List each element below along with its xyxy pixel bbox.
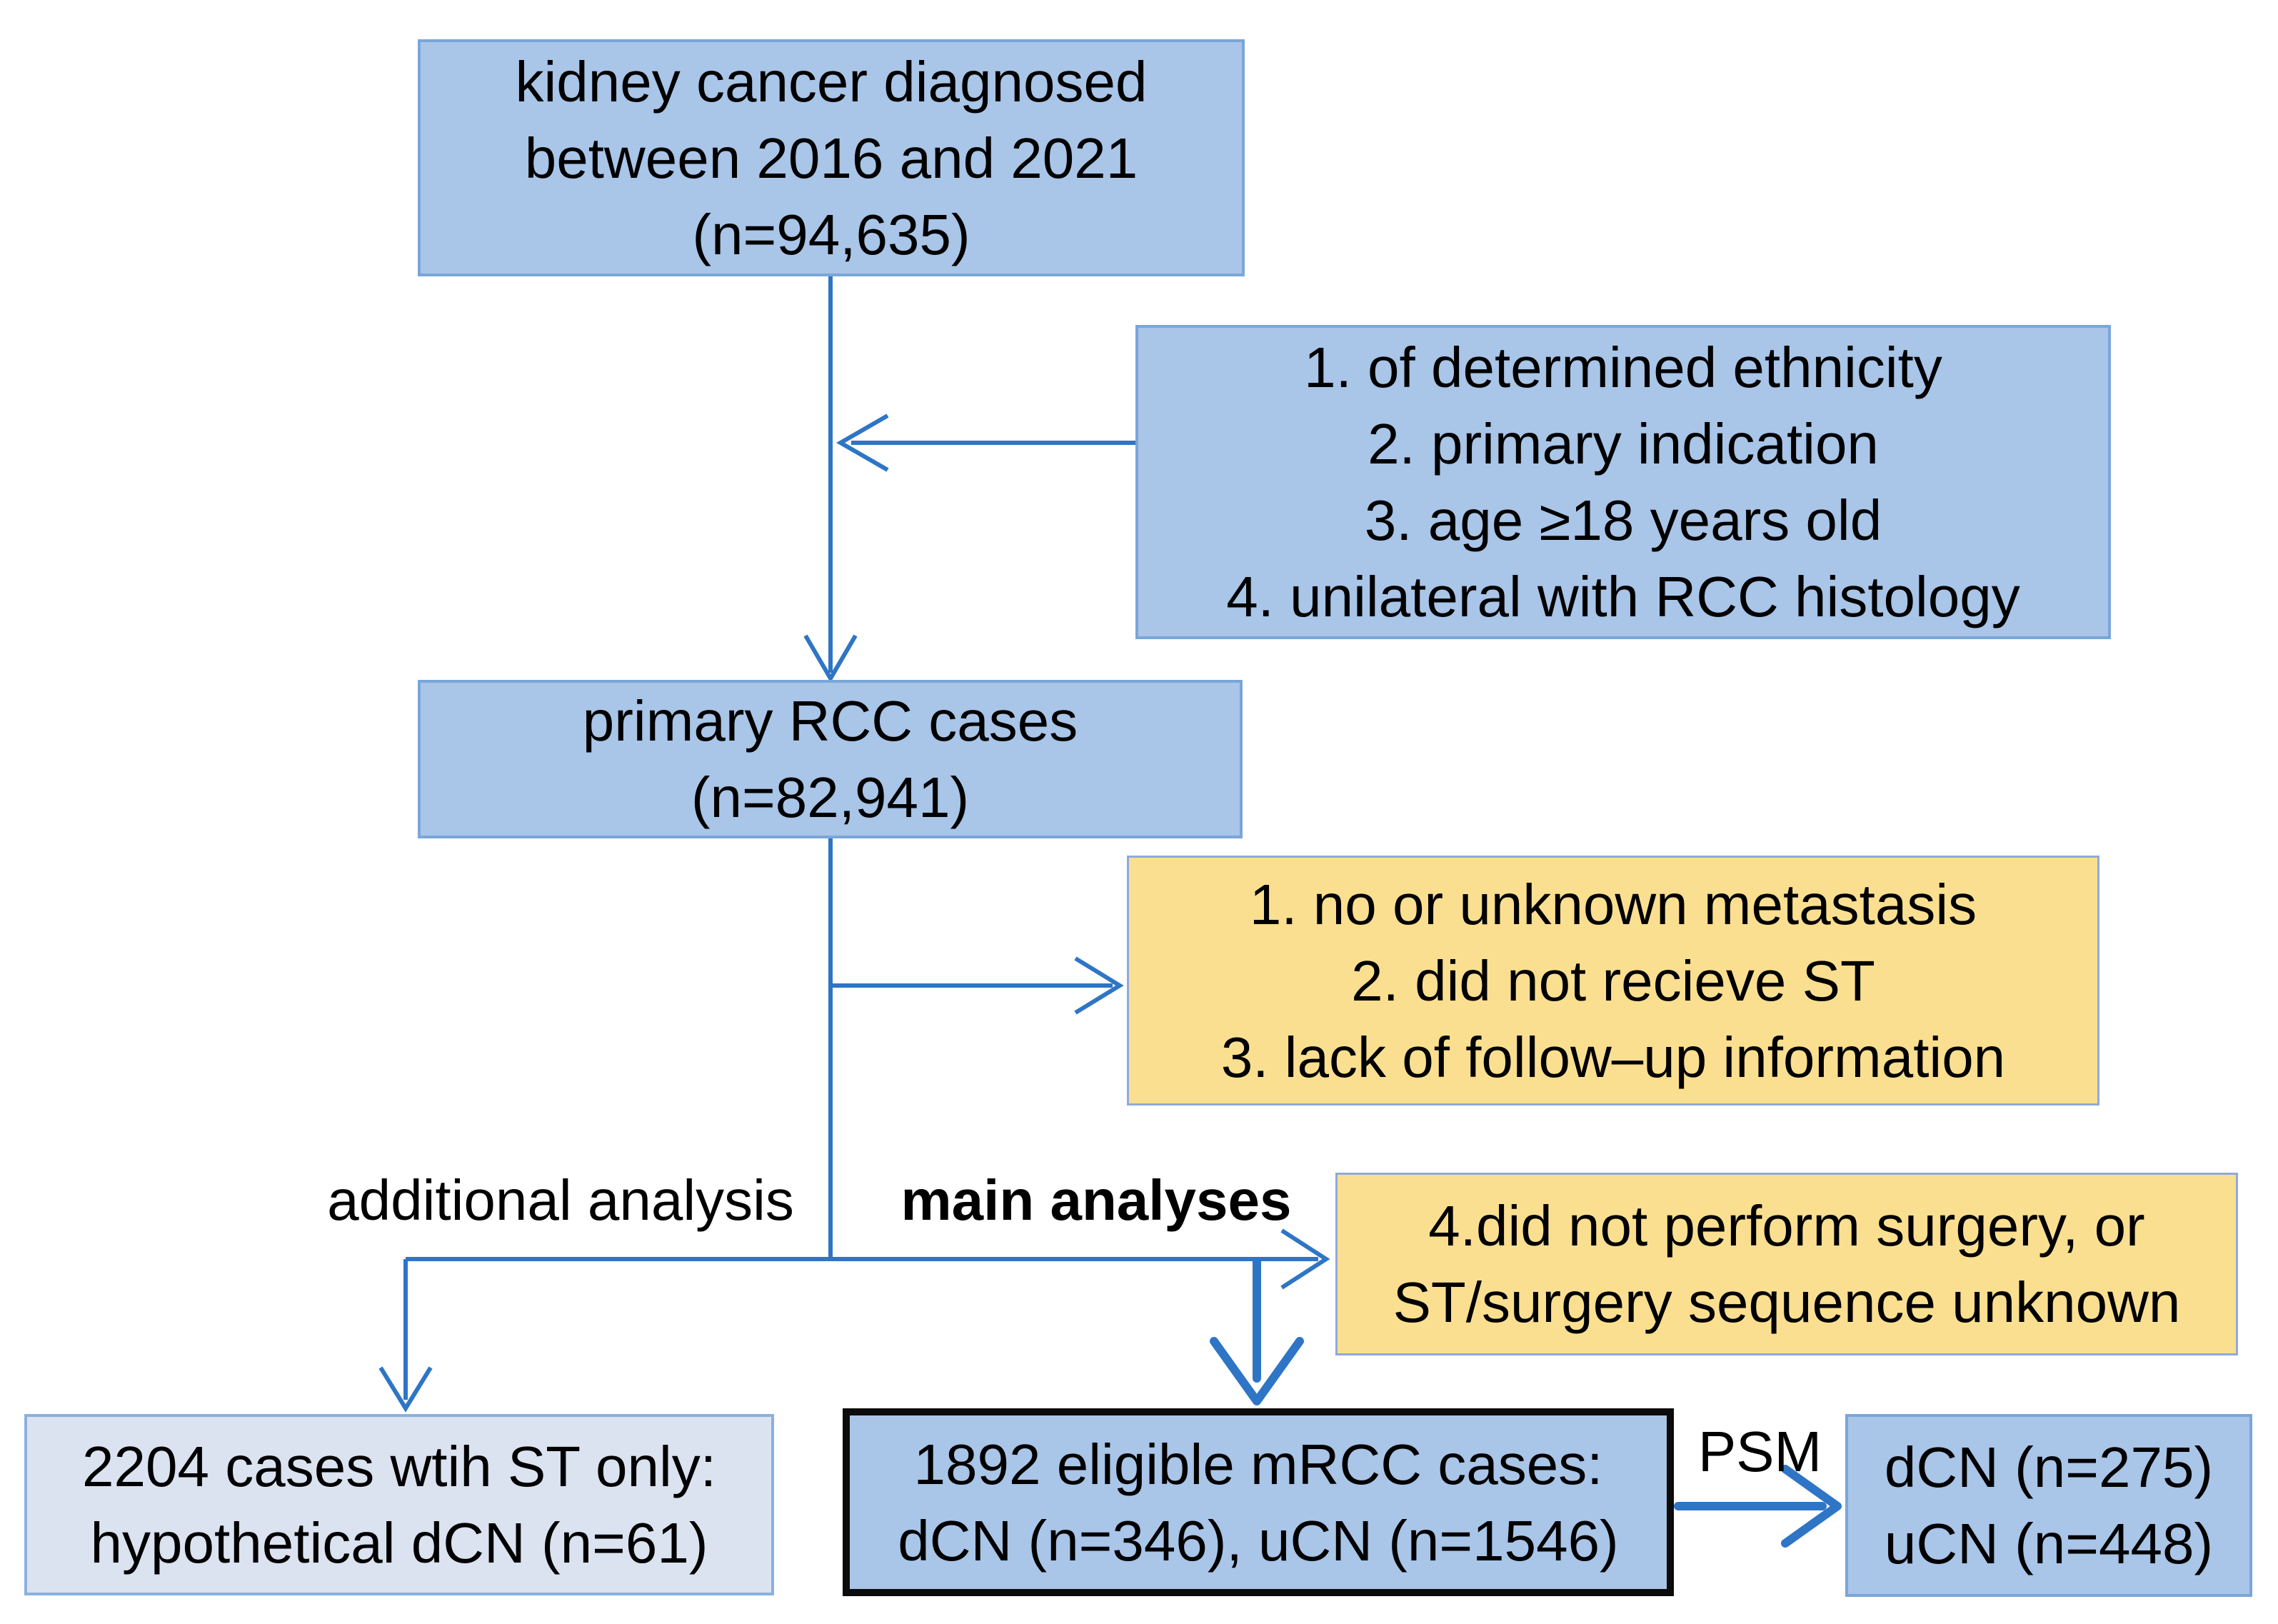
box-matched-line-2: uCN (n=448) [1884, 1512, 2214, 1575]
box-additional-line-1: 2204 cases wtih ST only: [82, 1435, 716, 1498]
box-eligible-line-1: 1892 eligible mRCC cases: [913, 1432, 1603, 1496]
exclusion-criterion-3: 3. lack of follow–up information [1220, 1025, 2006, 1089]
main-analyses-label: main analyses [900, 1168, 1292, 1232]
arrowhead-main-thick-down [1210, 1337, 1304, 1405]
box-psm-matched-cohorts: dCN (n=275) uCN (n=448) [1845, 1414, 2252, 1597]
box-kidney-cancer-line-1: kidney cancer diagnosed [515, 49, 1148, 114]
box-additional-line-2: hypothetical dCN (n=61) [90, 1511, 708, 1575]
box-primary-rcc-line-1: primary RCC cases [582, 689, 1078, 753]
box-matched-line-1: dCN (n=275) [1884, 1435, 2214, 1499]
exclusion-criterion-2: 2. did not recieve ST [1351, 948, 1875, 1013]
box-inclusion-criteria: 1. of determined ethnicity 2. primary in… [1135, 325, 2111, 639]
box-eligible-line-2: dCN (n=346), uCN (n=1546) [898, 1508, 1619, 1573]
arrowhead-to-additional [378, 1366, 433, 1413]
box-exclusion-criteria-1-3: 1. no or unknown metastasis 2. did not r… [1127, 856, 2099, 1106]
arrowhead-psm [1781, 1465, 1842, 1548]
box-kidney-cancer-diagnosed: kidney cancer diagnosed between 2016 and… [418, 39, 1245, 276]
inclusion-criterion-4: 4. unilateral with RCC histology [1226, 565, 2020, 628]
box-eligible-mrcc-cases: 1892 eligible mRCC cases: dCN (n=346), u… [843, 1408, 1674, 1596]
inclusion-criterion-3: 3. age ≥18 years old [1364, 488, 1882, 552]
box-primary-rcc-cases: primary RCC cases (n=82,941) [418, 680, 1243, 838]
inclusion-criterion-1: 1. of determined ethnicity [1304, 336, 1942, 399]
exclusion-criterion-4-line-1: 4.did not perform surgery, or [1428, 1194, 2145, 1258]
box-primary-rcc-line-2: (n=82,941) [691, 766, 970, 829]
inclusion-criterion-2: 2. primary indication [1368, 412, 1879, 476]
arrowhead-to-exclusion1 [1074, 956, 1124, 1015]
box-kidney-cancer-line-3: (n=94,635) [692, 202, 970, 266]
box-kidney-cancer-line-2: between 2016 and 2021 [524, 126, 1138, 190]
exclusion-criterion-4-line-2: ST/surgery sequence unknown [1393, 1270, 2181, 1334]
arrowhead-to-exclusion2 [1280, 1228, 1330, 1290]
box-additional-analysis-cases: 2204 cases wtih ST only: hypothetical dC… [24, 1414, 774, 1595]
additional-analysis-label: additional analysis [327, 1168, 794, 1232]
box-exclusion-criterion-4: 4.did not perform surgery, or ST/surgery… [1335, 1173, 2238, 1355]
arrowhead-top-to-primary [803, 634, 858, 683]
psm-label: PSM [1697, 1420, 1822, 1483]
arrowhead-inclusion-left [836, 413, 889, 472]
exclusion-criterion-1: 1. no or unknown metastasis [1249, 872, 1977, 936]
